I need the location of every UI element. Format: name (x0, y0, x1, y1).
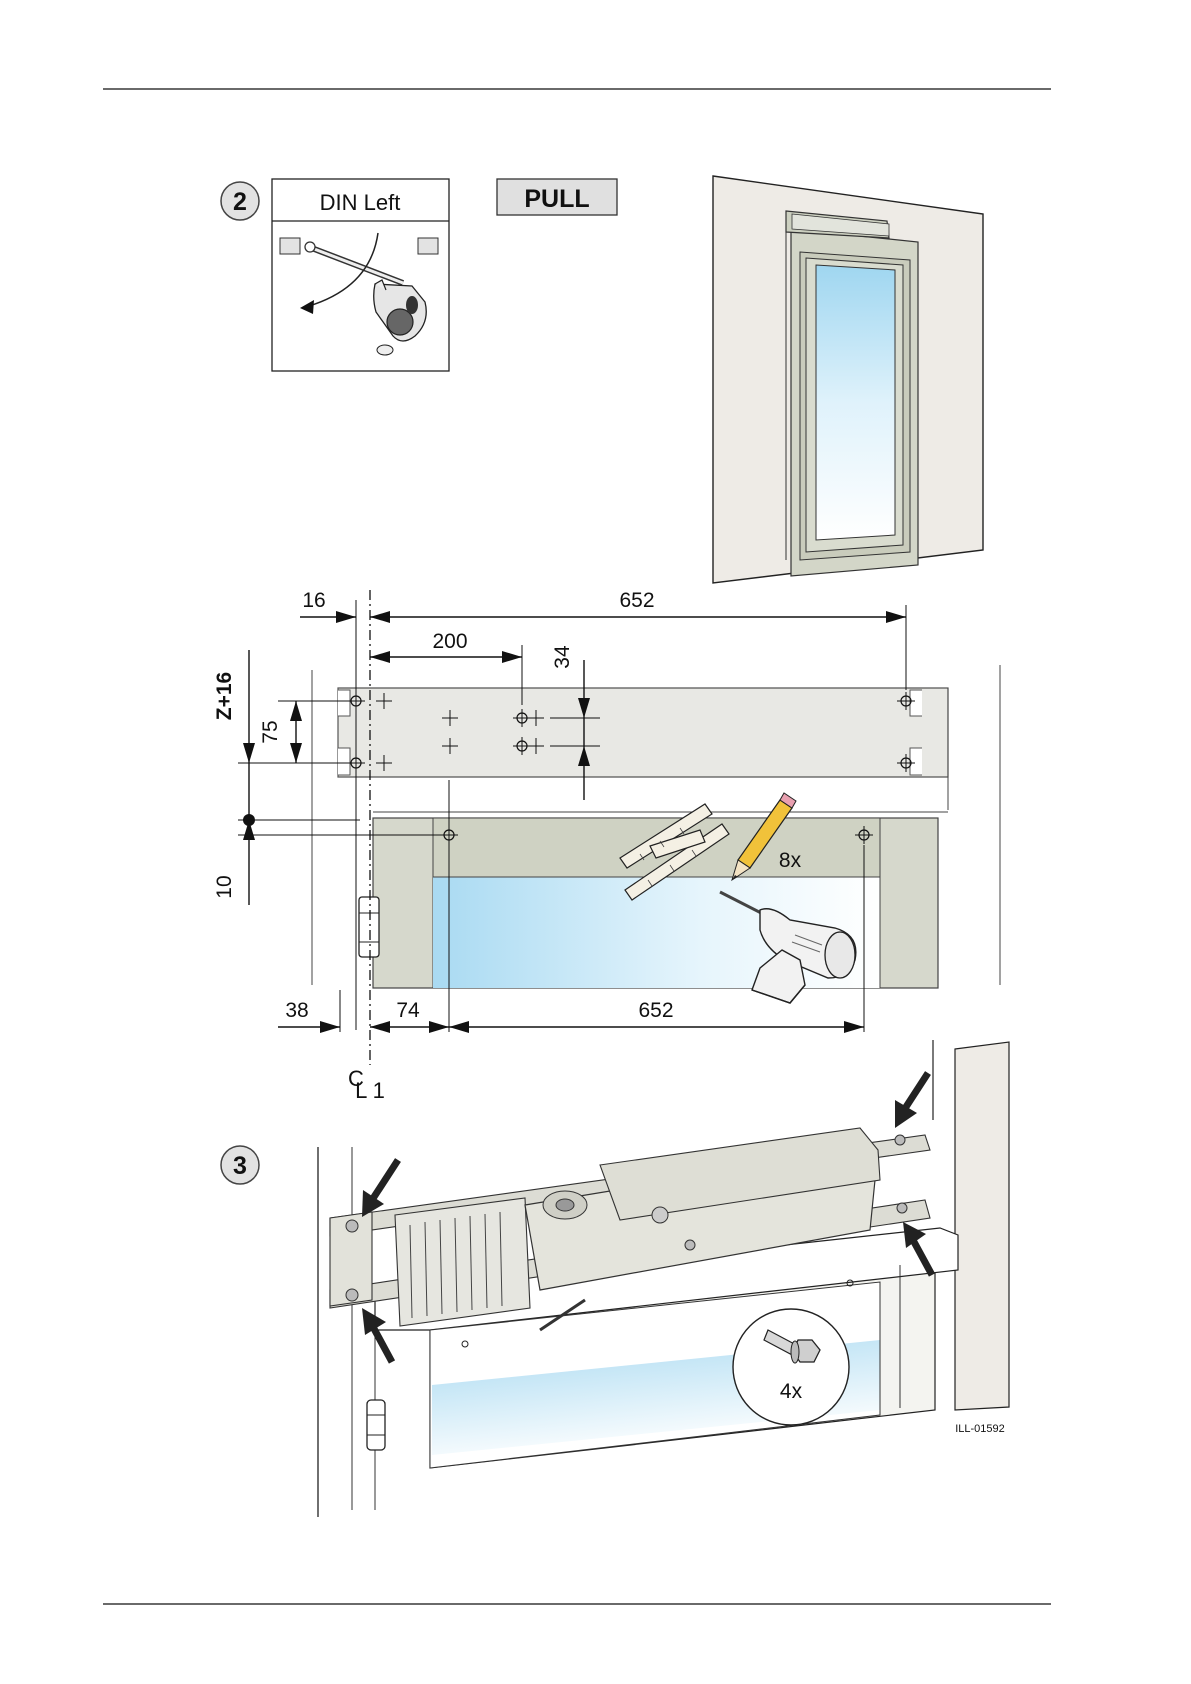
bolt-detail: 4x (733, 1309, 849, 1425)
dim-74: 74 (396, 999, 420, 1022)
dimension-bottom: 38 74 652 C L 1 (278, 999, 864, 1103)
dim-75: 75 (259, 720, 282, 743)
dim-z16: Z+16 (213, 672, 236, 720)
centerline-label: L 1 (355, 1078, 385, 1103)
fixings-quantity: 8x (779, 849, 802, 872)
bolts-quantity: 4x (780, 1380, 803, 1403)
pull-label: PULL (524, 185, 589, 213)
door-type-title: DIN Left (320, 190, 401, 215)
dim-10: 10 (213, 875, 236, 898)
step-3-badge: 3 (221, 1146, 259, 1184)
dim-16: 16 (302, 589, 325, 612)
pull-label-box: PULL (497, 179, 617, 215)
step-2-badge: 2 (221, 182, 259, 220)
dim-652-bottom: 652 (638, 999, 673, 1022)
step-2-number: 2 (233, 188, 247, 216)
dim-652-top: 652 (619, 589, 654, 612)
figure-id: ILL-01592 (955, 1423, 1005, 1435)
dimension-200: 200 (370, 630, 522, 663)
door-perspective-illustration (713, 176, 983, 583)
dim-38: 38 (285, 999, 308, 1022)
dim-200: 200 (432, 630, 467, 653)
dim-34: 34 (551, 645, 574, 669)
dimension-top: 16 652 (300, 589, 906, 623)
step-3-number: 3 (233, 1152, 247, 1180)
door-type-panel: DIN Left (272, 179, 449, 371)
